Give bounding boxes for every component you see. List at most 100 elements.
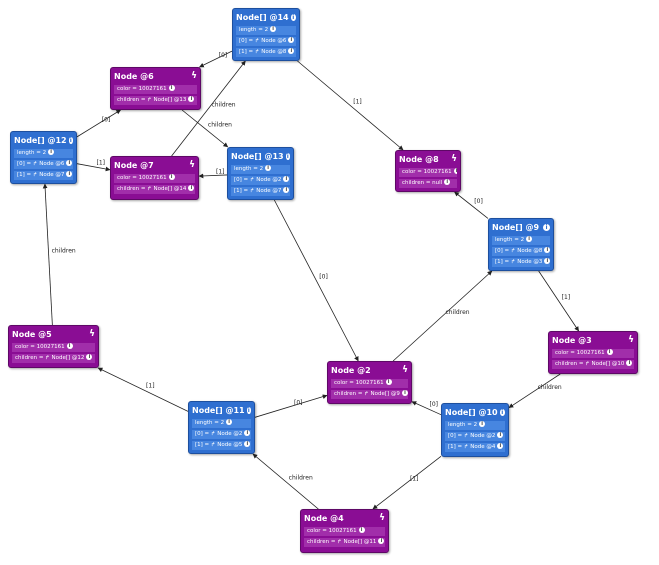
info-icon[interactable]: i xyxy=(244,430,251,436)
bolt-icon[interactable]: ϟ xyxy=(191,71,197,81)
info-icon[interactable]: i xyxy=(48,149,55,155)
bolt-icon[interactable]: ϟ xyxy=(379,513,385,523)
info-icon[interactable]: i xyxy=(66,171,73,177)
info-icon[interactable]: i xyxy=(168,174,175,180)
info-icon[interactable]: i xyxy=(66,343,73,349)
info-icon[interactable]: i xyxy=(543,224,550,231)
info-icon[interactable]: i xyxy=(378,538,385,544)
info-icon[interactable]: i xyxy=(288,48,295,54)
info-icon[interactable]: i xyxy=(68,137,73,144)
info-icon[interactable]: i xyxy=(444,179,451,185)
field-text: children = ↱ Node[] @12 xyxy=(15,354,85,361)
info-icon[interactable]: i xyxy=(544,247,550,253)
field-text: [1] = ↱ Node @7 xyxy=(17,171,65,178)
field-text: length = 2 xyxy=(239,26,269,33)
info-icon[interactable]: i xyxy=(188,185,195,191)
field-text: [0] = ↱ Node @8 xyxy=(495,247,543,254)
bolt-icon[interactable]: ϟ xyxy=(189,160,195,170)
bolt-icon[interactable]: ϟ xyxy=(628,335,634,345)
info-icon[interactable]: i xyxy=(358,527,365,533)
info-icon[interactable]: i xyxy=(226,419,233,425)
info-icon[interactable]: i xyxy=(283,187,290,193)
bolt-icon[interactable]: ϟ xyxy=(89,329,95,339)
field-text: color = 10027161 xyxy=(307,527,357,534)
info-icon[interactable]: i xyxy=(244,441,251,447)
info-icon[interactable]: i xyxy=(66,160,73,166)
info-icon[interactable]: i xyxy=(288,37,295,43)
edge-label: children xyxy=(52,248,76,255)
info-icon[interactable]: i xyxy=(290,14,296,21)
info-icon[interactable]: i xyxy=(526,236,533,242)
info-icon[interactable]: i xyxy=(401,390,408,396)
bolt-icon[interactable]: ϟ xyxy=(451,154,457,164)
info-icon[interactable]: i xyxy=(544,258,550,264)
info-icon[interactable]: i xyxy=(285,153,290,160)
info-icon[interactable]: i xyxy=(265,165,272,171)
info-icon[interactable]: i xyxy=(499,409,505,416)
edge-arrow-n12-n7 xyxy=(76,163,111,172)
info-icon[interactable]: i xyxy=(497,432,504,438)
bolt-icon[interactable]: ϟ xyxy=(402,365,408,375)
info-icon[interactable]: i xyxy=(453,168,457,174)
info-icon[interactable]: i xyxy=(626,360,633,366)
edge-arrow-n2-n9 xyxy=(392,270,493,362)
info-icon[interactable]: i xyxy=(188,96,195,102)
info-icon[interactable]: i xyxy=(385,379,392,385)
info-icon[interactable]: i xyxy=(283,176,290,182)
info-icon[interactable]: i xyxy=(479,421,486,427)
info-icon[interactable]: i xyxy=(168,85,175,91)
info-icon[interactable]: i xyxy=(270,26,277,32)
info-icon[interactable]: i xyxy=(606,349,613,355)
info-icon[interactable]: i xyxy=(86,354,93,360)
info-icon[interactable]: i xyxy=(246,407,251,414)
info-icon[interactable]: i xyxy=(497,443,504,449)
field-text: [1] = ↱ Node @5 xyxy=(195,441,243,448)
